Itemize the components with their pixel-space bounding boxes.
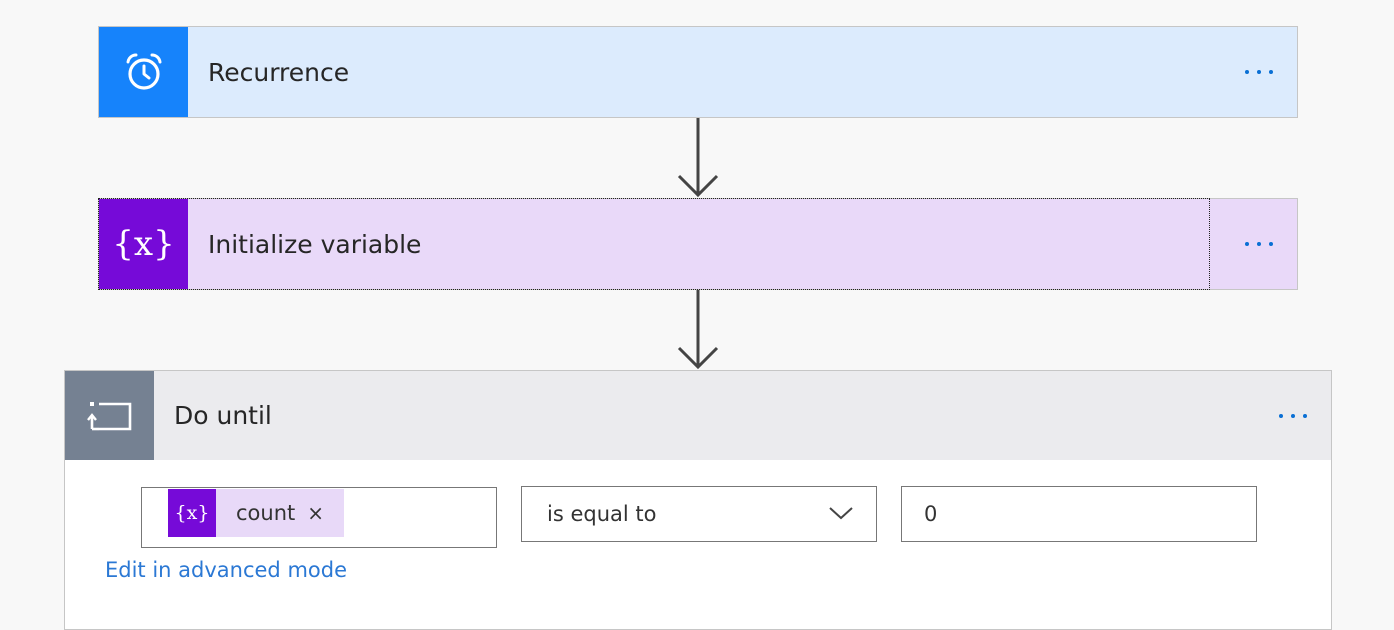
remove-token-icon[interactable]: × <box>307 501 325 525</box>
flow-arrow-icon <box>677 118 719 198</box>
condition-left-field[interactable]: {x} count × <box>141 487 497 548</box>
do-until-header[interactable]: Do until <box>65 371 1331 460</box>
variable-icon-glyph: {x} <box>112 224 175 264</box>
recurrence-title: Recurrence <box>208 57 350 87</box>
ellipsis-icon <box>1269 242 1273 246</box>
condition-value: 0 <box>924 502 938 526</box>
loop-icon <box>65 371 154 460</box>
ellipsis-icon <box>1303 413 1307 418</box>
token-label: count <box>236 501 296 525</box>
ellipsis-icon <box>1245 70 1249 74</box>
recurrence-step-card[interactable]: Recurrence <box>98 26 1298 118</box>
condition-right-input[interactable]: 0 <box>901 486 1257 542</box>
do-until-menu-button[interactable] <box>1279 371 1307 460</box>
do-until-title: Do until <box>174 401 272 430</box>
alarm-clock-icon <box>99 27 188 117</box>
chevron-down-icon <box>829 507 853 520</box>
variable-icon-glyph: {x} <box>174 502 210 524</box>
ellipsis-icon <box>1257 70 1261 74</box>
edit-advanced-mode-link[interactable]: Edit in advanced mode <box>105 558 347 582</box>
ellipsis-icon <box>1269 70 1273 74</box>
recurrence-menu-button[interactable] <box>1245 27 1273 117</box>
initialize-variable-step-card[interactable]: {x} Initialize variable <box>98 198 1298 290</box>
ellipsis-icon <box>1291 413 1295 418</box>
initialize-variable-title: Initialize variable <box>208 229 422 259</box>
ellipsis-icon <box>1279 413 1283 418</box>
condition-operator-select[interactable]: is equal to <box>521 486 877 542</box>
variable-token[interactable]: {x} count × <box>168 489 344 537</box>
ellipsis-icon <box>1245 242 1249 246</box>
initialize-variable-menu-button[interactable] <box>1245 199 1273 289</box>
variable-icon: {x} <box>168 489 216 537</box>
ellipsis-icon <box>1257 242 1261 246</box>
flow-arrow-icon <box>677 290 719 370</box>
operator-value: is equal to <box>547 502 657 526</box>
do-until-step-card: Do until {x} count × is equal to 0 Edit … <box>64 370 1332 630</box>
variable-icon: {x} <box>99 199 188 289</box>
